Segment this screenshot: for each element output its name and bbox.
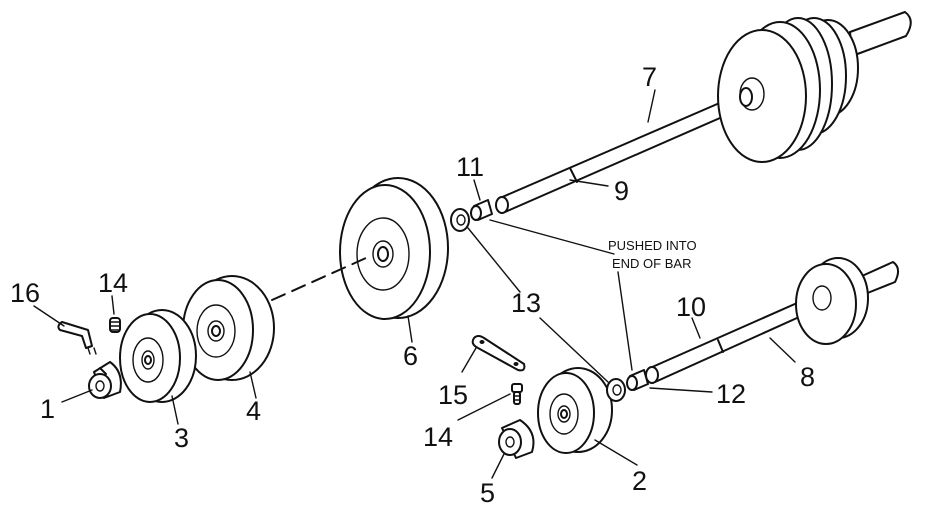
label-1: 1 <box>40 394 55 424</box>
label-6: 6 <box>403 341 418 371</box>
screw-14-left <box>109 317 121 333</box>
label-14-right: 14 <box>423 422 453 452</box>
wheel-2 <box>537 367 613 454</box>
label-11: 11 <box>456 152 484 182</box>
link-plate-15 <box>471 335 526 372</box>
note-line-2: END OF BAR <box>612 256 691 271</box>
wheel-4 <box>182 275 275 381</box>
label-15: 15 <box>438 380 468 410</box>
alignment-dashed-line <box>271 257 367 301</box>
wheel-3 <box>119 309 197 403</box>
label-9: 9 <box>614 176 629 206</box>
screw-14-right <box>511 383 523 405</box>
label-14-left: 14 <box>98 268 128 298</box>
label-4: 4 <box>246 396 261 426</box>
part-labels: 1 2 3 4 5 6 7 8 9 10 11 12 13 14 14 15 1… <box>10 62 815 508</box>
large-wheel-6 <box>339 177 449 320</box>
collar-5 <box>498 419 535 459</box>
short-bar-assembly <box>645 257 899 384</box>
plug-12 <box>626 369 649 391</box>
l-pin-16 <box>57 321 97 355</box>
label-16: 16 <box>10 278 40 308</box>
label-2: 2 <box>632 466 647 496</box>
plug-11 <box>470 199 493 221</box>
long-bar-assembly <box>495 11 912 214</box>
washer-13-lower <box>606 378 626 402</box>
label-10: 10 <box>676 292 706 322</box>
pushed-into-note: PUSHED INTO END OF BAR <box>608 238 697 271</box>
note-line-1: PUSHED INTO <box>608 238 697 253</box>
label-12: 12 <box>716 379 746 409</box>
label-13: 13 <box>511 288 541 318</box>
label-8: 8 <box>800 362 815 392</box>
label-3: 3 <box>174 423 189 453</box>
leader-lines <box>33 89 796 479</box>
label-5: 5 <box>480 478 495 508</box>
washer-13-upper <box>450 208 470 232</box>
collar-1 <box>88 361 122 399</box>
label-7: 7 <box>642 62 657 92</box>
